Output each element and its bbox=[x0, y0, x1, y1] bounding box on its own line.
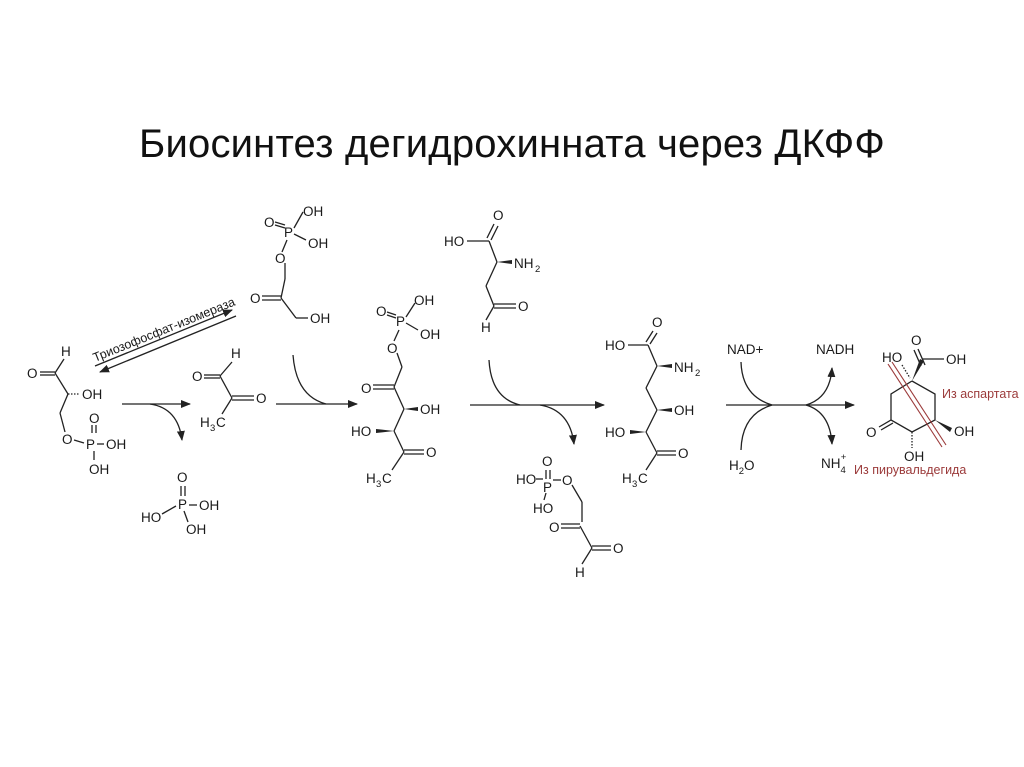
nadh-label: NADH bbox=[816, 342, 854, 357]
atom-label: OH bbox=[904, 449, 924, 464]
atom-label: P bbox=[396, 314, 405, 329]
atom-label: C bbox=[216, 415, 226, 430]
water-label: H2O bbox=[729, 458, 755, 477]
atom-label: H bbox=[61, 344, 71, 359]
reaction-arrow-4: NAD+ NADH H2O NH4+ bbox=[726, 342, 855, 477]
atom-label: O bbox=[678, 446, 689, 461]
atom-label: O bbox=[89, 411, 100, 426]
intermediate-1: OH O P OH O O OH HO O H 3 C bbox=[351, 293, 440, 490]
atom-label: HO bbox=[882, 350, 902, 365]
atom-label: OH bbox=[82, 387, 102, 402]
intermediate-2: O HO NH 2 OH HO O H 3 C bbox=[605, 315, 700, 490]
atom-label: OH bbox=[674, 403, 694, 418]
atom-label: O bbox=[250, 291, 261, 306]
atom-label: P bbox=[178, 497, 187, 512]
atom-label: C bbox=[382, 471, 392, 486]
from-aspartate-label: Из аспартата bbox=[942, 387, 1019, 401]
atom-label: O bbox=[264, 215, 275, 230]
reaction-arrow-2 bbox=[276, 354, 358, 408]
atom-label: OH bbox=[954, 424, 974, 439]
atom-label: HO bbox=[141, 510, 161, 525]
dihydroxyacetone-phosphate: OH O P OH O O OH bbox=[250, 204, 330, 326]
ammonium-label: NH4+ bbox=[821, 452, 847, 476]
atom-label: HO bbox=[605, 338, 625, 353]
slide-title: Биосинтез дегидрохинната через ДКФФ bbox=[139, 122, 885, 166]
atom-label: H bbox=[200, 415, 210, 430]
atom-label: H bbox=[622, 471, 632, 486]
atom-label: H bbox=[481, 320, 491, 335]
atom-label: OH bbox=[106, 437, 126, 452]
aspartate-semialdehyde: O HO NH 2 O H bbox=[444, 208, 540, 335]
atom-label: 2 bbox=[695, 368, 700, 379]
atom-label: 2 bbox=[535, 264, 540, 275]
atom-label: HO bbox=[351, 424, 371, 439]
atom-label: O bbox=[256, 391, 267, 406]
atom-label: O bbox=[27, 366, 38, 381]
atom-label: OH bbox=[303, 204, 323, 219]
atom-label: O bbox=[518, 299, 529, 314]
atom-label: 3 bbox=[210, 423, 215, 434]
atom-label: 3 bbox=[376, 479, 381, 490]
atom-label: O bbox=[62, 432, 73, 447]
atom-label: OH bbox=[89, 462, 109, 477]
atom-label: OH bbox=[420, 327, 440, 342]
atom-label: P bbox=[86, 437, 95, 452]
atom-label: O bbox=[493, 208, 504, 223]
atom-label: O bbox=[387, 341, 398, 356]
atom-label: HO bbox=[444, 234, 464, 249]
atom-label: OH bbox=[308, 236, 328, 251]
atom-label: H bbox=[366, 471, 376, 486]
nad-plus-label: NAD+ bbox=[727, 342, 764, 357]
atom-label: P bbox=[284, 225, 293, 240]
atom-label: O bbox=[192, 369, 203, 384]
atom-label: O bbox=[361, 381, 372, 396]
enzyme-label: Триозофосфат-изомераза bbox=[91, 295, 237, 365]
atom-label: O bbox=[426, 445, 437, 460]
atom-label: O bbox=[652, 315, 663, 330]
phosphoric-acid: O P HO OH OH bbox=[141, 470, 219, 537]
atom-label: O bbox=[562, 473, 573, 488]
dehydroquinate: O HO OH O OH OH Из аспартата Из пируваль… bbox=[854, 333, 1019, 477]
glyceraldehyde-3-phosphate: H O OH O P O OH OH bbox=[27, 344, 126, 477]
atom-label: HO bbox=[516, 472, 536, 487]
atom-label: P bbox=[543, 480, 552, 495]
atom-label: O bbox=[376, 304, 387, 319]
atom-label: O bbox=[177, 470, 188, 485]
atom-label: O bbox=[866, 425, 877, 440]
methylglyoxal: H O O H 3 C bbox=[192, 346, 267, 434]
atom-label: NH bbox=[514, 256, 534, 271]
atom-label: O bbox=[275, 251, 286, 266]
from-pyruvaldehyde-label: Из пирувальдегида bbox=[854, 463, 966, 477]
isomerase-equilibrium-arrow: Триозофосфат-изомераза bbox=[91, 295, 237, 373]
atom-label: OH bbox=[420, 402, 440, 417]
atom-label: O bbox=[549, 520, 560, 535]
atom-label: O bbox=[613, 541, 624, 556]
atom-label: 3 bbox=[632, 479, 637, 490]
atom-label: O bbox=[542, 454, 553, 469]
atom-label: O bbox=[911, 333, 922, 348]
released-phosphate-ester: O HO P O HO O O H bbox=[516, 454, 624, 580]
atom-label: OH bbox=[414, 293, 434, 308]
atom-label: H bbox=[231, 346, 241, 361]
atom-label: OH bbox=[310, 311, 330, 326]
atom-label: C bbox=[638, 471, 648, 486]
atom-label: OH bbox=[199, 498, 219, 513]
atom-label: OH bbox=[186, 522, 206, 537]
atom-label: H bbox=[575, 565, 585, 580]
atom-label: OH bbox=[946, 352, 966, 367]
atom-label: HO bbox=[605, 425, 625, 440]
reaction-arrow-3 bbox=[470, 359, 605, 445]
reaction-arrow-1 bbox=[122, 400, 191, 441]
atom-label: NH bbox=[674, 360, 694, 375]
atom-label: HO bbox=[533, 501, 553, 516]
